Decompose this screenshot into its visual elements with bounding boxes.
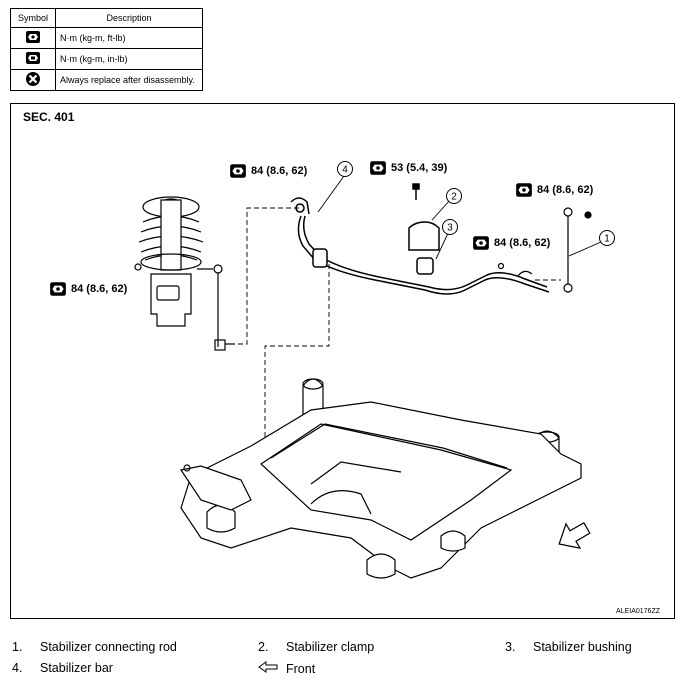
part-number: 3. [505, 640, 516, 654]
torque-nm-icon [230, 164, 246, 178]
left-link-drawing [197, 264, 235, 351]
torque-value: 84 (8.6, 62) [71, 283, 128, 295]
callout-4: 4 [342, 165, 348, 176]
diagram-frame: SEC. 401 [10, 103, 675, 619]
parts-key-item-2: 2. Stabilizer clamp [258, 640, 374, 654]
part-number: 1. [12, 640, 23, 654]
image-code: ALEIA0176ZZ [616, 608, 660, 615]
torque-nm-icon [516, 183, 532, 197]
legend-desc-1: N·m (kg-m, ft-lb) [55, 27, 203, 49]
torque-label-strut: 84 (8.6, 62) [49, 281, 127, 297]
torque-nm-icon [26, 31, 40, 43]
front-arrow-icon [258, 661, 278, 673]
parts-key-item-1: 1. Stabilizer connecting rod [12, 640, 177, 654]
torque-value: 84 (8.6, 62) [494, 237, 551, 249]
torque-nm-icon [50, 282, 66, 296]
part-name: Stabilizer bar [40, 661, 113, 675]
torque-label-clamp: 53 (5.4, 39) [369, 160, 447, 176]
callout-3: 3 [447, 223, 453, 234]
section-label: SEC. 401 [23, 110, 75, 124]
torque-label-right-upper: 84 (8.6, 62) [515, 182, 593, 198]
replace-icon [26, 72, 40, 86]
part-name: Stabilizer clamp [286, 640, 375, 654]
callout-markers: 1 2 3 4 [337, 161, 615, 246]
strut-assembly-drawing [134, 196, 204, 327]
torque-value: 53 (5.4, 39) [391, 162, 448, 174]
suspension-illustration: 1 2 3 4 [134, 161, 615, 579]
part-name: Stabilizer bushing [533, 640, 632, 654]
legend-desc-3: Always replace after disassembly. [55, 69, 203, 91]
subframe-drawing [180, 378, 582, 579]
parts-key-front: Front [258, 661, 315, 676]
symbol-legend: Symbol Description N·m (kg-m, ft-lb) N·m… [10, 8, 203, 91]
legend-header-description: Description [55, 8, 203, 28]
callout-1: 1 [604, 234, 610, 245]
torque-value: 84 (8.6, 62) [537, 184, 594, 196]
parts-key-item-4: 4. Stabilizer bar [12, 661, 113, 675]
torque-label-right-lower: 84 (8.6, 62) [472, 235, 550, 251]
part-number: 4. [12, 661, 23, 675]
stabilizer-bar-drawing [290, 183, 550, 295]
legend-desc-2: N·m (kg-m, in-lb) [55, 48, 203, 70]
parts-key-item-3: 3. Stabilizer bushing [505, 640, 632, 654]
torque-nm-icon [370, 161, 386, 175]
front-arrow-drawing [558, 521, 591, 549]
part-name: Front [286, 662, 316, 676]
torque-label-stabilizer-bar: 84 (8.6, 62) [229, 163, 307, 179]
legend-header-symbol: Symbol [10, 8, 56, 28]
torque-inlb-icon [26, 52, 40, 64]
callout-2: 2 [451, 192, 457, 203]
torque-value: 84 (8.6, 62) [251, 165, 308, 177]
right-link-drawing [497, 207, 592, 293]
part-number: 2. [258, 640, 269, 654]
torque-nm-icon [473, 236, 489, 250]
part-name: Stabilizer connecting rod [40, 640, 177, 654]
